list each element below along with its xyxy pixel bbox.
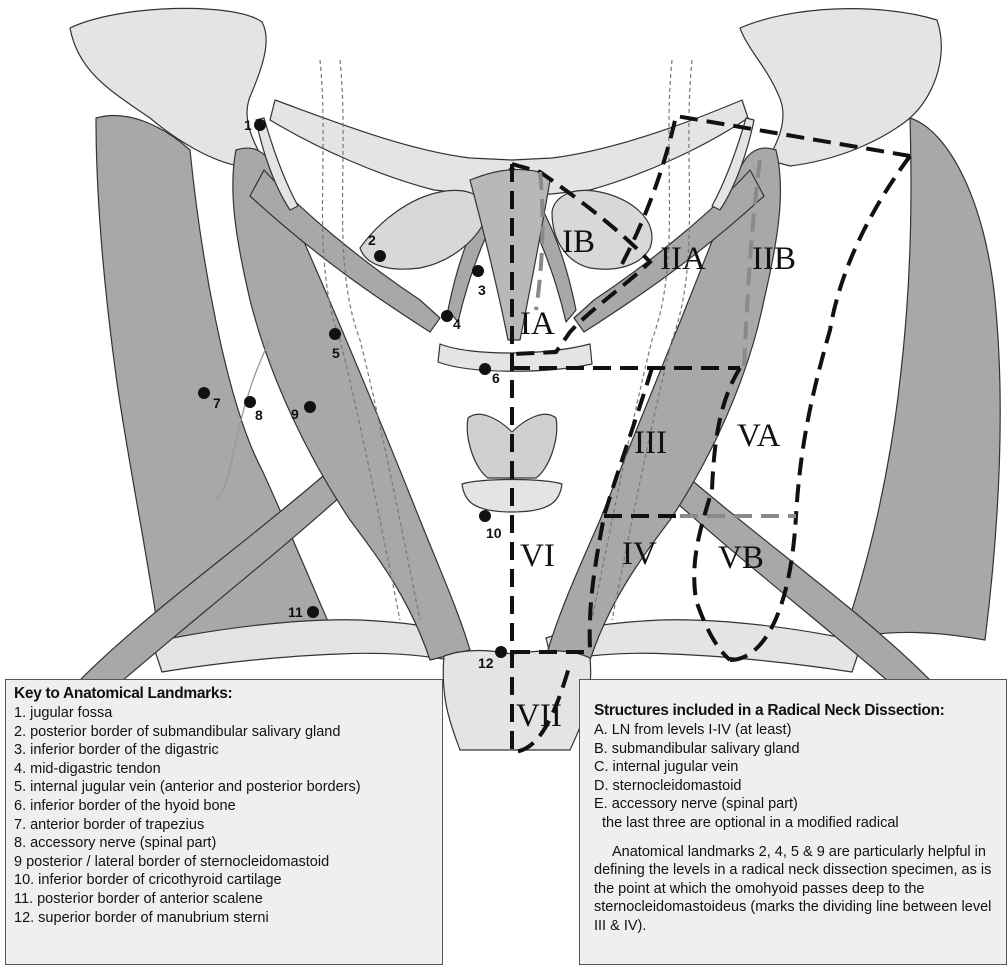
level-label-IA: IA [520,308,555,341]
key-item: 4. mid-digastric tendon [14,760,442,779]
landmark-label-11: 11 [288,605,303,619]
level-label-IIA: IIA [660,243,706,276]
landmark-dot-5 [329,328,341,340]
level-label-III: III [634,427,667,460]
level-label-IIB: IIB [752,243,796,276]
radical-paragraph: Anatomical landmarks 2, 4, 5 & 9 are par… [594,843,1004,936]
level-label-VI: VI [520,540,555,573]
level-label-VII: VII [516,700,562,733]
landmark-label-1: 1 [244,118,252,132]
radical-item: B. submandibular salivary gland [594,740,1006,759]
radical-optional-note: the last three are optional in a modifie… [594,814,1006,833]
landmark-dot-11 [307,606,319,618]
radical-title: Structures included in a Radical Neck Di… [594,702,1006,720]
landmark-label-7: 7 [213,396,221,410]
landmark-dot-6 [479,363,491,375]
landmark-label-5: 5 [332,346,340,360]
landmark-dot-4 [441,310,453,322]
landmark-label-12: 12 [478,656,494,670]
key-item: 9 posterior / lateral border of sternocl… [14,853,442,872]
landmark-dot-7 [198,387,210,399]
landmark-dot-2 [374,250,386,262]
key-item: 3. inferior border of the digastric [14,741,442,760]
level-label-IV: IV [622,538,657,571]
landmark-label-3: 3 [478,283,486,297]
landmark-dot-10 [479,510,491,522]
key-item: 10. inferior border of cricothyroid cart… [14,871,442,890]
key-item: 8. accessory nerve (spinal part) [14,834,442,853]
landmark-label-10: 10 [486,526,502,540]
radical-item: A. LN from levels I-IV (at least) [594,721,1006,740]
level-label-VA: VA [737,420,780,453]
landmark-dot-12 [495,646,507,658]
level-label-VB: VB [718,542,764,575]
key-title: Key to Anatomical Landmarks: [14,685,442,703]
landmark-label-8: 8 [255,408,263,422]
landmark-label-4: 4 [453,317,461,331]
key-item: 11. posterior border of anterior scalene [14,890,442,909]
landmark-key-box: Key to Anatomical Landmarks: 1. jugular … [5,679,443,965]
key-item: 2. posterior border of submandibular sal… [14,723,442,742]
radical-dissection-box: Structures included in a Radical Neck Di… [579,679,1007,965]
landmark-label-2: 2 [368,233,376,247]
key-item: 1. jugular fossa [14,704,442,723]
key-item: 12. superior border of manubrium sterni [14,909,442,928]
right-trapezius [842,118,1000,640]
landmark-label-6: 6 [492,371,500,385]
landmark-dot-1 [254,119,266,131]
radical-item: E. accessory nerve (spinal part) [594,795,1006,814]
key-item: 6. inferior border of the hyoid bone [14,797,442,816]
key-item: 5. internal jugular vein (anterior and p… [14,778,442,797]
level-label-IB: IB [562,226,595,259]
landmark-dot-3 [472,265,484,277]
key-item: 7. anterior border of trapezius [14,816,442,835]
landmark-dot-9 [304,401,316,413]
landmark-label-9: 9 [291,407,299,421]
radical-item: C. internal jugular vein [594,758,1006,777]
radical-item: D. sternocleidomastoid [594,777,1006,796]
